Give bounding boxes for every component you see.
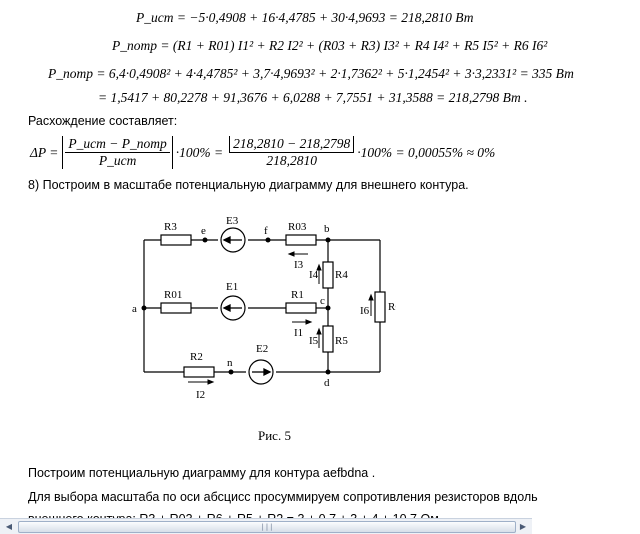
divergence-fraction: P_ист − P_потр P_ист: [62, 136, 173, 169]
divergence-lhs: ΔP =: [30, 144, 59, 160]
equation-p-consumer-values: P_потр = 6,4·0,4908² + 4·4,4785² + 3,7·4…: [48, 66, 574, 81]
label-n: n: [227, 357, 233, 369]
label-r2: R2: [190, 351, 203, 363]
divergence-denominator-values: 218,2810: [266, 153, 317, 168]
label-i3: I3: [294, 259, 304, 271]
divergence-heading: Расхождение составляет:: [28, 114, 178, 128]
label-i6: I6: [360, 305, 370, 317]
equation-p-consumer-sum: = 1,5417 + 80,2278 + 91,3676 + 6,0288 + …: [98, 90, 528, 105]
scroll-right-arrow-icon[interactable]: ▶: [519, 522, 527, 531]
resistor-r2: [183, 366, 215, 378]
equation-p-source: P_ист = −5·0,4908 + 16·4,4785 + 30·4,969…: [136, 10, 474, 25]
node-n: [228, 369, 234, 375]
resistor-r4: [322, 261, 334, 289]
label-i1: I1: [294, 327, 303, 339]
divergence-denominator: P_ист: [98, 153, 137, 168]
divergence-numerator: P_ист − P_потр: [65, 136, 170, 153]
label-d: d: [324, 377, 330, 389]
label-b: b: [324, 223, 330, 235]
node-d: [325, 369, 331, 375]
circuit-diagram: R3 E3 e f R03 b I3 I4 R4 a R01 E1 R1 c I…: [132, 215, 396, 401]
node-e: [202, 237, 208, 243]
label-r01: R01: [164, 289, 182, 301]
horizontal-scrollbar[interactable]: ◀ ||| ▶: [0, 518, 532, 534]
label-f: f: [264, 225, 268, 237]
label-i2: I2: [196, 389, 205, 401]
resistor-r3: [160, 234, 192, 246]
label-i4: I4: [309, 269, 319, 281]
label-a: a: [132, 303, 137, 315]
step-8-text: 8) Построим в масштабе потенциальную диа…: [28, 178, 469, 192]
scroll-left-arrow-icon[interactable]: ◀: [5, 522, 13, 531]
divergence-mid: ·100% =: [175, 144, 224, 160]
scroll-thumb[interactable]: |||: [18, 521, 516, 533]
divergence-result: ·100% = 0,00055% ≈ 0%: [357, 144, 496, 160]
paragraph-contour: Построим потенциальную диаграмму для кон…: [28, 466, 376, 480]
label-r4: R4: [335, 269, 348, 281]
node-a: [141, 305, 147, 311]
label-i5: I5: [309, 335, 319, 347]
label-r5: R5: [335, 335, 348, 347]
label-r3: R3: [164, 221, 177, 233]
paragraph-partial: внешнего контура: R3 + R03 + R6 + R5 + R…: [28, 512, 439, 520]
label-r1: R1: [291, 289, 304, 301]
resistor-r1: [285, 302, 317, 314]
label-r6: R6: [388, 301, 396, 313]
paragraph-scale: Для выбора масштаба по оси абсцисс просу…: [28, 490, 538, 504]
label-c: c: [320, 295, 325, 307]
label-e1: E1: [226, 281, 238, 293]
resistor-r5: [322, 325, 334, 353]
label-e3: E3: [226, 215, 239, 227]
divergence-numerator-values: 218,2810 − 218,2798: [229, 136, 355, 153]
figure-caption: Рис. 5: [258, 428, 291, 443]
divergence-fraction-values: 218,2810 − 218,2798 218,2810: [229, 136, 355, 169]
node-c: [325, 305, 331, 311]
scroll-grip-icon: |||: [260, 523, 274, 531]
equation-p-consumer-formula: P_потр = (R1 + R01) I1² + R2 I2² + (R03 …: [112, 38, 548, 53]
node-b: [325, 237, 331, 243]
resistor-r03: [285, 234, 317, 246]
divergence-equation: ΔP = P_ист − P_потр P_ист ·100% = 218,28…: [30, 136, 495, 169]
resistor-r6: [374, 291, 386, 323]
resistor-r01: [160, 302, 192, 314]
label-e: e: [201, 225, 206, 237]
node-f: [265, 237, 271, 243]
label-r03: R03: [288, 221, 307, 233]
label-e2: E2: [256, 343, 268, 355]
